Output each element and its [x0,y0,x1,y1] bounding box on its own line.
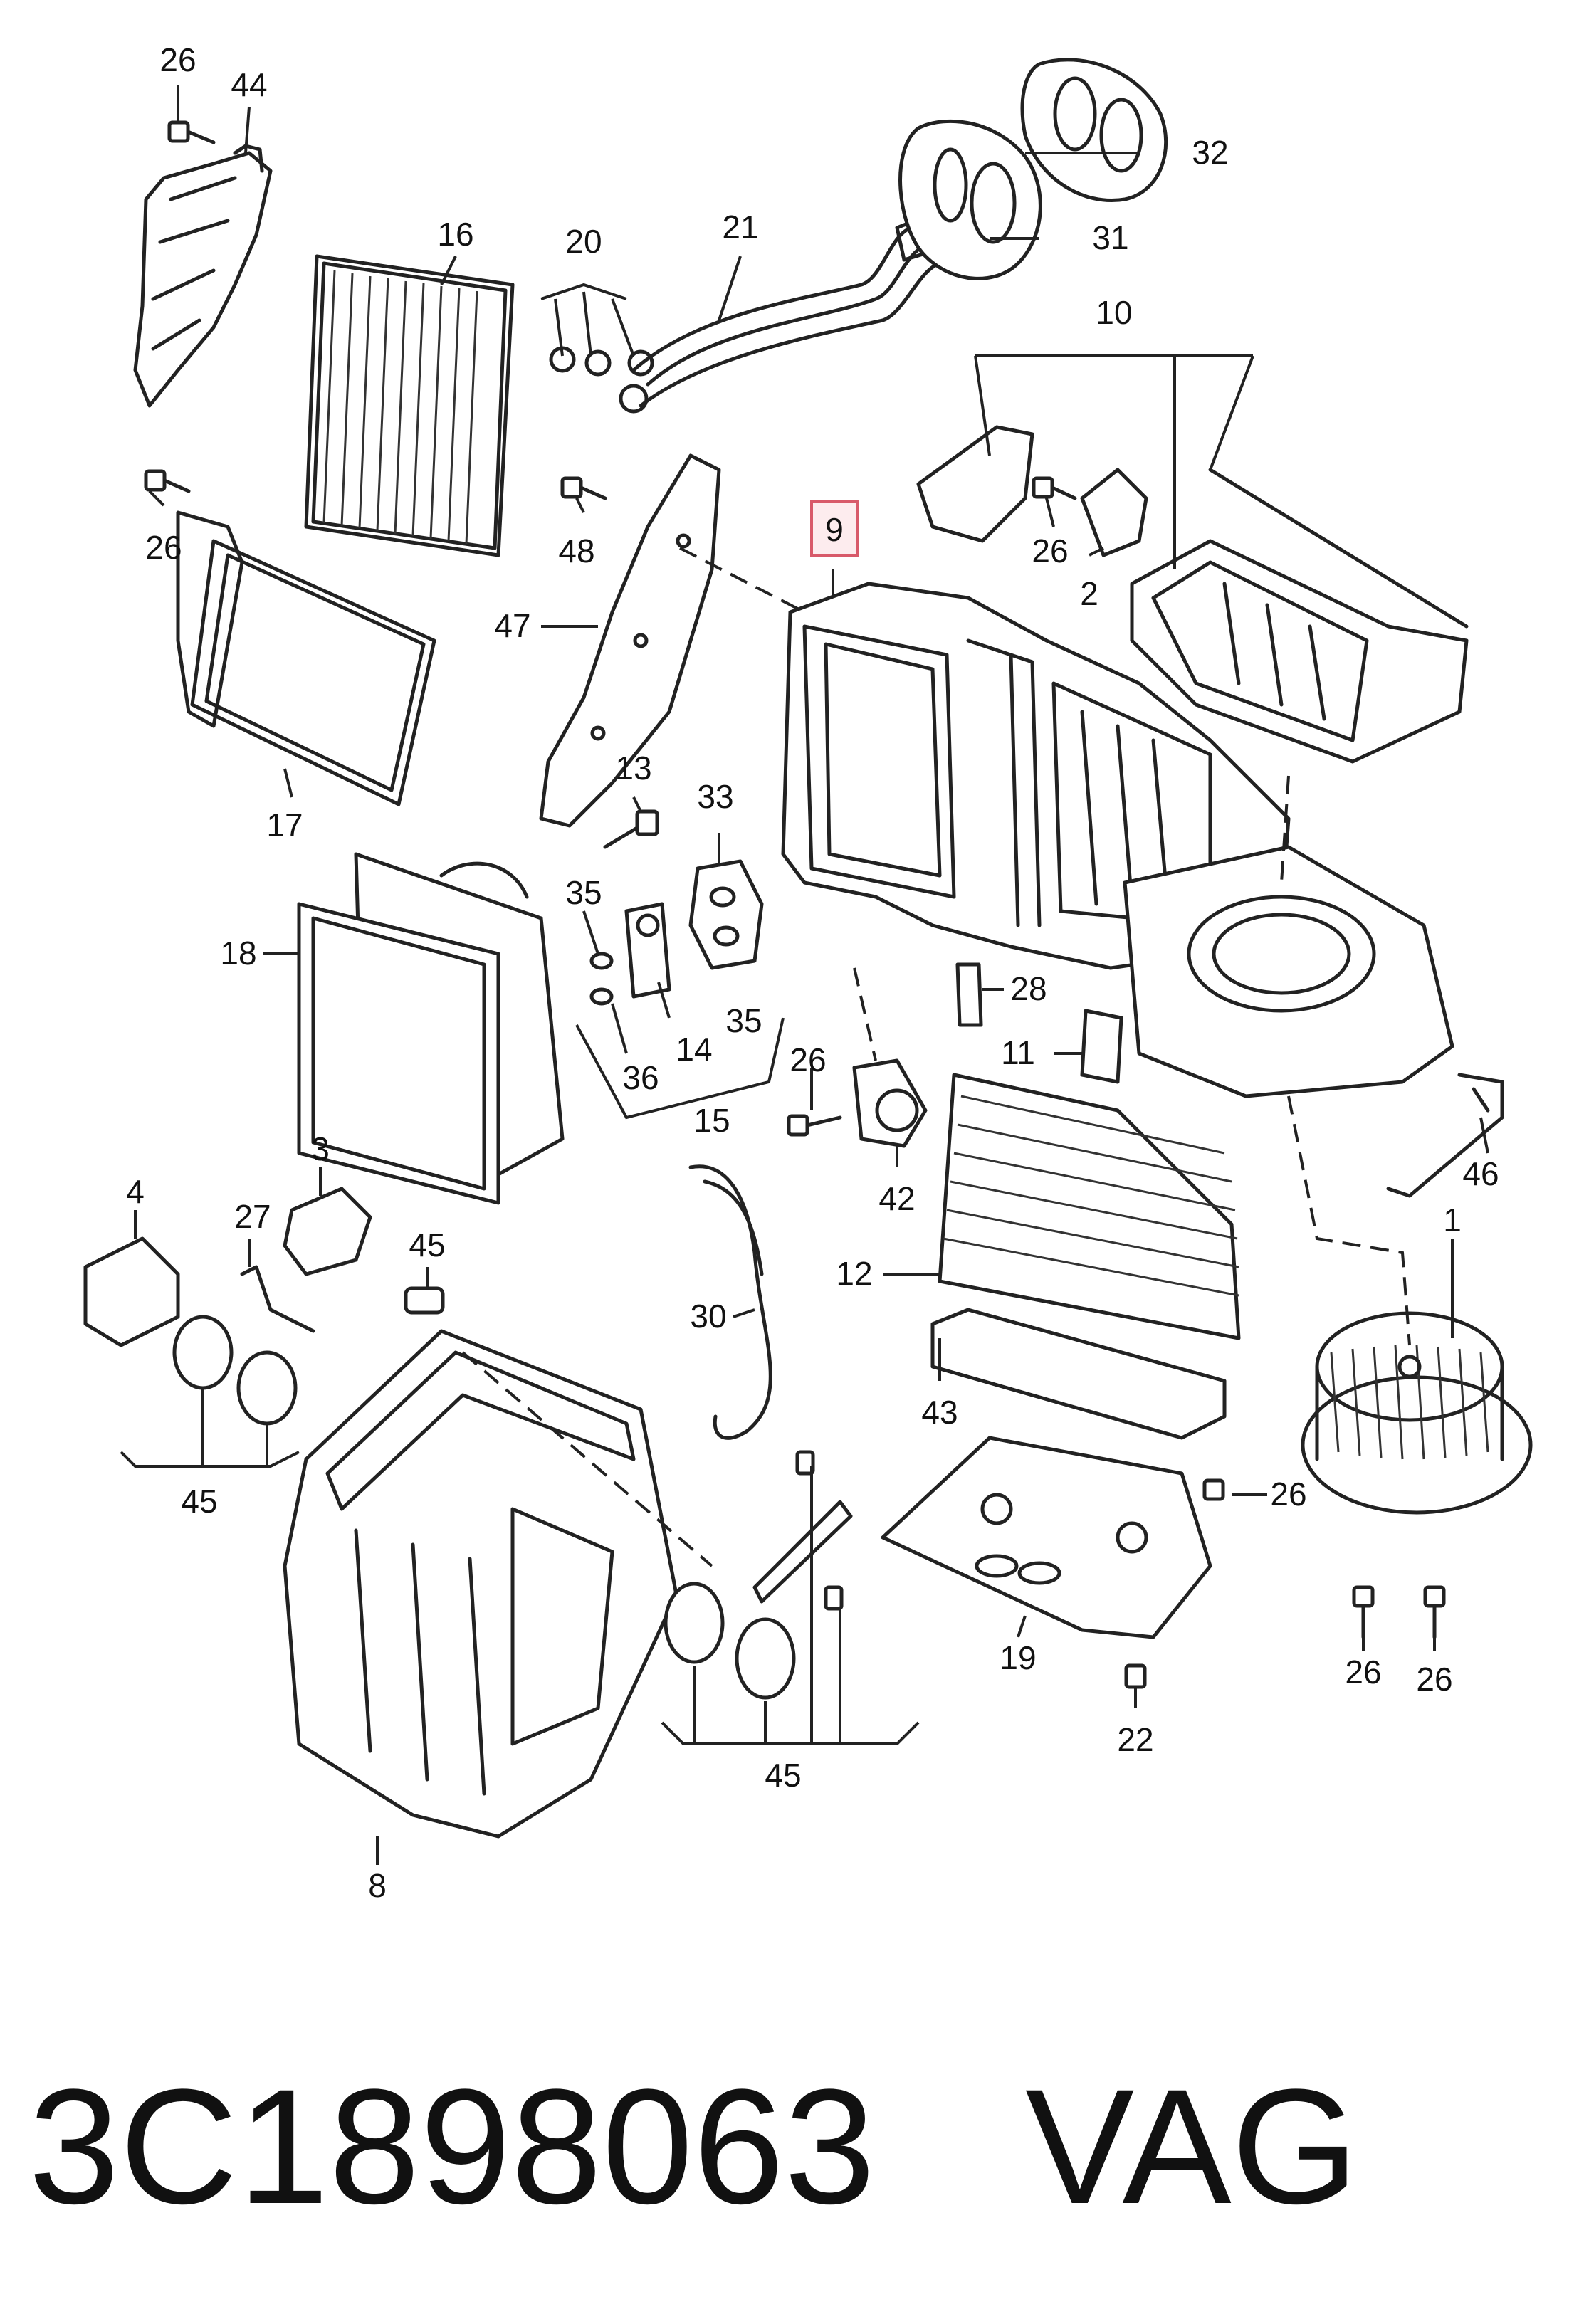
highlight-box-9 [810,500,859,557]
part-10-cover [1130,468,1469,764]
callout-43: 43 [921,1394,958,1431]
part-45-levers-left [172,1315,298,1426]
callout-45-center: 45 [765,1757,801,1794]
callout-48: 48 [558,532,594,569]
part-4-actuator [83,1236,180,1347]
callout-26-upper-right: 26 [1032,532,1068,569]
part-36-o-ring [589,987,614,1006]
screw-48 [560,476,607,500]
part-12-cabin-filter [938,1073,1241,1340]
callout-1: 1 [1443,1202,1462,1239]
callout-31: 31 [1092,219,1128,256]
part-45-levers-center [664,1450,853,1700]
part-14-expansion-valve [624,902,671,999]
callout-9: 9 [825,511,844,548]
callout-45-clip: 45 [409,1226,445,1263]
part-22-fastener [1124,1663,1147,1689]
screw-26-upper-right [1032,476,1077,500]
callout-16: 16 [437,216,473,253]
part-1-blower-motor [1301,1311,1533,1515]
callout-35-upper: 35 [565,874,602,911]
part-number-text: 3C1898063 [28,2055,875,2238]
part-46-bracket [1386,1073,1504,1198]
brand-text: VAG [1025,2055,1359,2238]
part-20-clips [549,346,654,414]
part-2-actuator [1080,468,1148,557]
part-32-gasket [1020,58,1168,202]
callout-26-filter: 26 [1270,1476,1306,1513]
screws-26-bottom-right [1202,1478,1446,1639]
part-3-actuator [283,1187,372,1276]
callout-labels: 26 44 16 20 21 32 31 10 26 48 9 26 2 47 … [126,41,1499,1904]
callout-33: 33 [697,778,733,815]
callout-15: 15 [693,1102,730,1139]
callout-36: 36 [622,1059,659,1096]
callout-26-mid: 26 [790,1041,826,1078]
part-8-heater-housing [283,1329,678,1839]
callout-4: 4 [126,1173,145,1210]
part-43-cover [930,1308,1227,1440]
callout-46: 46 [1462,1155,1499,1192]
callout-12: 12 [836,1255,872,1292]
callout-10: 10 [1096,294,1132,331]
callout-27: 27 [234,1198,271,1235]
callout-21: 21 [722,209,758,246]
part-17-evaporator [176,510,436,806]
part-45-clip [404,1286,445,1315]
callout-32: 32 [1192,134,1228,171]
callout-26-motor-right: 26 [1416,1661,1452,1698]
callout-20: 20 [565,223,602,260]
part-33-seal [688,859,764,970]
screw-26-mid [787,1114,842,1137]
callout-44: 44 [231,66,267,103]
callout-19: 19 [1000,1639,1036,1676]
part-11-resistor [1080,1009,1123,1084]
callout-8: 8 [368,1867,387,1904]
part-35-o-ring [589,952,614,970]
callout-2: 2 [1080,575,1098,612]
part-13-bolt [603,809,659,849]
callout-26-left: 26 [145,529,182,566]
callout-26-top-left: 26 [159,41,196,78]
blower-housing [1123,845,1454,1098]
callout-47: 47 [494,607,530,644]
part-44-bracket [133,144,273,408]
callout-22: 22 [1117,1721,1153,1758]
dashed-assembly-lines [461,547,1411,1567]
screw-26-top-left [167,120,216,144]
callout-3: 3 [311,1130,330,1167]
screw-26-left [144,469,191,493]
leader-lines [120,85,1489,1865]
callout-26-motor-left: 26 [1345,1653,1381,1691]
callout-18: 18 [220,935,256,972]
part-21-pipes [631,211,942,408]
part-18-evaporator-case [297,852,565,1205]
callout-17: 17 [266,806,303,843]
callout-11: 11 [1001,1034,1035,1071]
part-47-bracket [539,453,721,828]
part-27-sensor [240,1265,315,1333]
part-30-hose [688,1164,772,1440]
callout-28: 28 [1010,970,1047,1007]
part-28-sensor [955,962,983,1027]
callout-35-lower: 35 [725,1002,762,1039]
callout-14: 14 [676,1031,712,1068]
callout-45-left: 45 [181,1483,217,1520]
part-42-connector [852,1058,928,1148]
part-10-actuator-bracket [916,425,1034,543]
callout-13: 13 [615,750,651,787]
part-16-heater-core [304,254,515,557]
callout-42: 42 [878,1180,915,1217]
callout-30: 30 [690,1298,726,1335]
part-19-floor-plate [881,1436,1212,1639]
